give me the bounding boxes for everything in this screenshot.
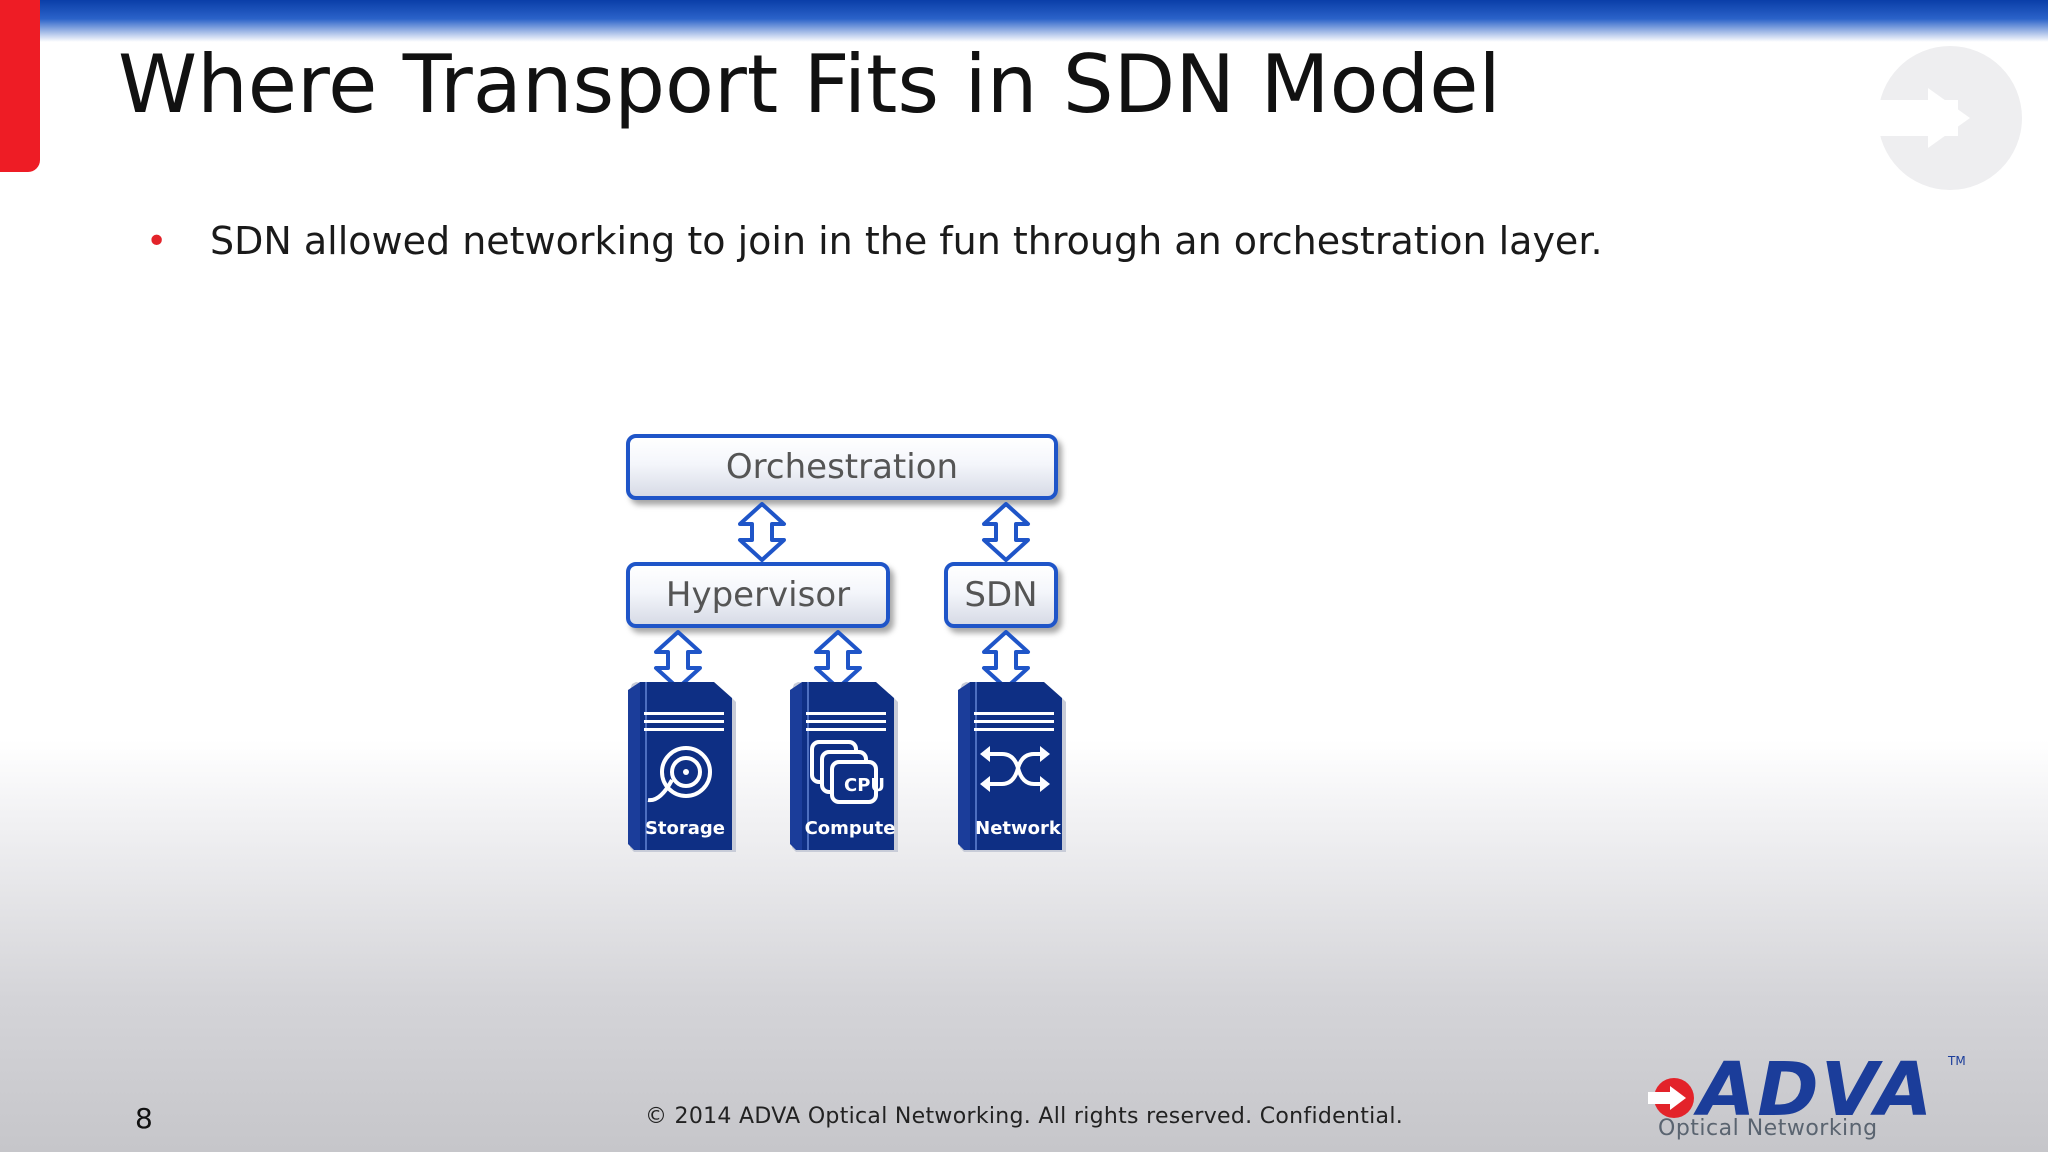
red-accent-tab <box>0 0 40 172</box>
network-server-icon <box>958 682 1066 852</box>
arrow-hypervisor-compute-icon <box>814 630 862 690</box>
sdn-label: SDN <box>964 575 1038 615</box>
network-label: Network <box>975 818 1061 839</box>
bullet-marker: • <box>146 221 168 262</box>
cpu-label: CPU <box>844 775 886 796</box>
sdn-box: SDN <box>944 562 1058 628</box>
hypervisor-label: Hypervisor <box>665 575 851 615</box>
storage-server: Storage <box>626 682 738 854</box>
adva-trademark: TM <box>1948 1054 1966 1068</box>
hypervisor-box: Hypervisor <box>626 562 890 628</box>
adva-logo-mark-icon <box>1648 1078 1694 1118</box>
arrow-sdn-network-icon <box>982 630 1030 690</box>
arrow-orchestration-sdn-icon <box>982 502 1030 562</box>
storage-label: Storage <box>644 818 726 839</box>
adva-tagline: Optical Networking <box>1658 1116 1878 1141</box>
footer-copyright: © 2014 ADVA Optical Networking. All righ… <box>644 1104 1404 1129</box>
top-blue-band <box>0 0 2048 42</box>
storage-server-icon <box>628 682 736 852</box>
orchestration-box: Orchestration <box>626 434 1058 500</box>
adva-watermark-icon <box>1858 46 2022 190</box>
bullet-text: SDN allowed networking to join in the fu… <box>210 219 1603 263</box>
adva-logo: ADVA TM Optical Networking <box>1648 1050 1968 1142</box>
arrow-hypervisor-storage-icon <box>654 630 702 690</box>
compute-server-icon <box>790 682 898 852</box>
adva-logo-text: ADVA <box>1698 1047 1935 1133</box>
orchestration-label: Orchestration <box>725 447 959 487</box>
network-server: Network <box>956 682 1068 854</box>
page-number: 8 <box>135 1102 153 1135</box>
arrow-orchestration-hypervisor-icon <box>738 502 786 562</box>
compute-label: Compute <box>804 818 896 839</box>
compute-server: CPU Compute <box>788 682 900 854</box>
slide-title: Where Transport Fits in SDN Model <box>118 38 1501 131</box>
